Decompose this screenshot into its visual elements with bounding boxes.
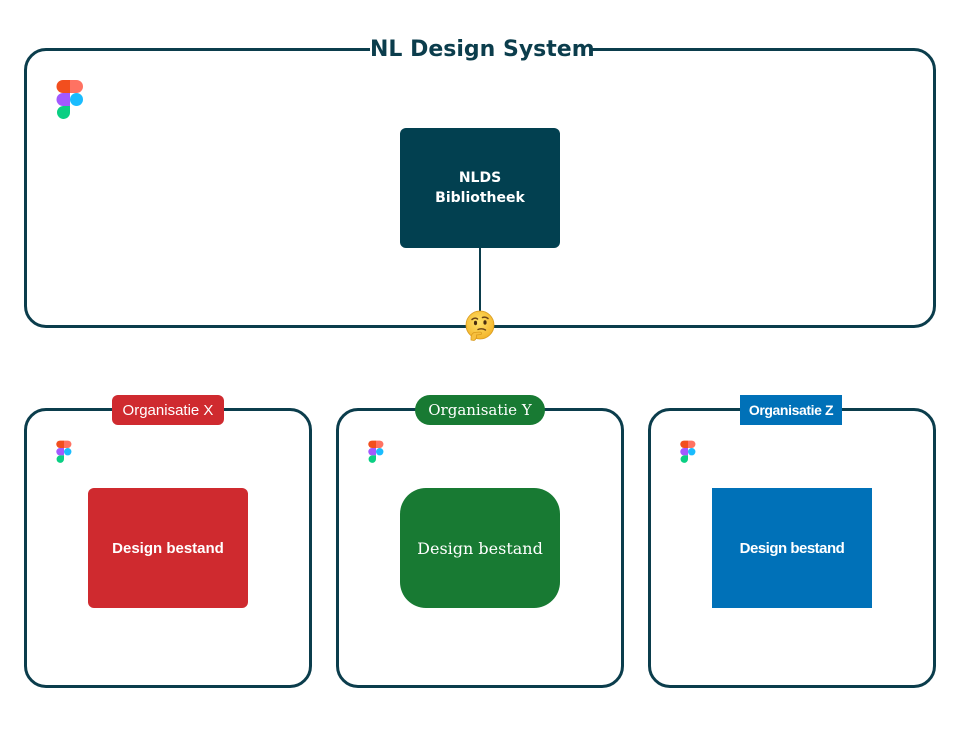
thinking-face-icon [465, 310, 495, 341]
figma-icon [368, 440, 384, 463]
design-file-x-node[interactable]: Design bestand [88, 488, 248, 608]
design-file-y-node[interactable]: Design bestand [400, 488, 560, 608]
figma-icon [680, 440, 696, 463]
organisation-x-label: Organisatie X [112, 395, 224, 425]
figma-icon [56, 440, 72, 463]
figma-icon [56, 80, 83, 119]
nlds-library-node[interactable]: NLDS Bibliotheek [400, 128, 560, 248]
nlds-library-line2: Bibliotheek [435, 190, 525, 206]
frame-title: NL Design System [370, 34, 595, 66]
organisation-y-label: Organisatie Y [415, 395, 545, 425]
organisation-z-label: Organisatie Z [740, 395, 842, 425]
library-connector-line [479, 248, 481, 312]
design-file-z-node[interactable]: Design bestand [712, 488, 872, 608]
nlds-library-line1: NLDS [458, 170, 502, 186]
